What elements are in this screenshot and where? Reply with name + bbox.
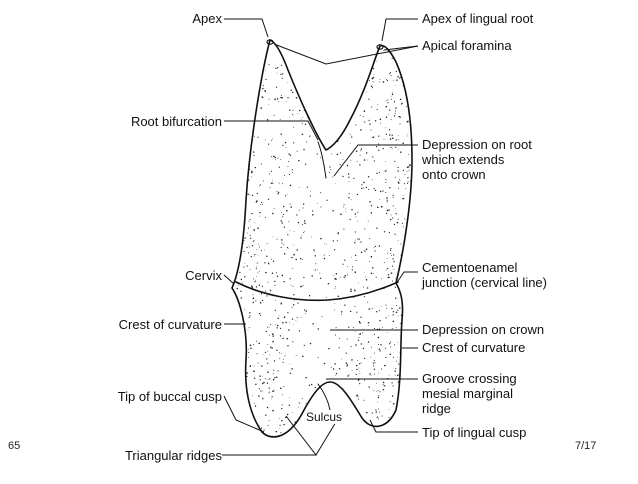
label-tip-lingual: Tip of lingual cusp bbox=[422, 425, 527, 440]
leader-apical-foramina-a bbox=[273, 43, 419, 65]
stipple-shading bbox=[232, 40, 412, 437]
corner-text-left: 65 bbox=[8, 440, 21, 452]
leader-apical-foramina-b bbox=[383, 45, 419, 51]
label-crest-left: Crest of curvature bbox=[118, 317, 222, 332]
leader-tip-buccal bbox=[223, 395, 265, 433]
label-cervix: Cervix bbox=[185, 268, 222, 283]
label-groove-3: ridge bbox=[422, 401, 451, 416]
label-cej-2: junction (cervical line) bbox=[422, 275, 547, 290]
leader-triangular-ridges-a bbox=[222, 415, 318, 456]
label-tip-buccal: Tip of buccal cusp bbox=[117, 389, 222, 404]
apical-foramen-buccal bbox=[266, 39, 274, 45]
leader-tip-lingual bbox=[369, 419, 418, 433]
leader-apex bbox=[224, 18, 269, 38]
label-depression-root-1: Depression on root bbox=[422, 137, 532, 152]
label-groove-2: mesial marginal bbox=[422, 386, 514, 401]
cervical-line bbox=[235, 281, 399, 302]
label-depression-root-3: onto crown bbox=[422, 167, 486, 182]
label-apical-foramina: Apical foramina bbox=[422, 38, 512, 53]
leader-depression-root bbox=[333, 144, 418, 177]
label-sulcus: Sulcus bbox=[305, 410, 344, 424]
leader-root-bifurcation bbox=[224, 120, 319, 141]
occlusal-groove bbox=[317, 383, 331, 411]
label-depression-crown: Depression on crown bbox=[422, 322, 545, 337]
root-bifurcation-line bbox=[317, 141, 327, 179]
tooth-outline bbox=[231, 39, 413, 438]
label-root-bifurcation: Root bifurcation bbox=[130, 114, 222, 129]
label-crest-right: Crest of curvature bbox=[422, 340, 526, 355]
label-cej-1: Cementoenamel bbox=[422, 260, 518, 275]
label-groove-1: Groove crossing bbox=[422, 371, 517, 386]
leader-apex-lingual bbox=[381, 18, 418, 42]
apical-foramen-lingual bbox=[376, 44, 384, 50]
leader-cej bbox=[395, 271, 418, 285]
label-depression-root-2: which extends bbox=[422, 152, 505, 167]
corner-text-right: 7/17 bbox=[575, 440, 597, 452]
label-apex-lingual-root: Apex of lingual root bbox=[422, 11, 534, 26]
leader-cervix bbox=[223, 274, 235, 285]
label-triangular-ridges: Triangular ridges bbox=[124, 448, 222, 463]
label-apex: Apex bbox=[192, 11, 222, 26]
